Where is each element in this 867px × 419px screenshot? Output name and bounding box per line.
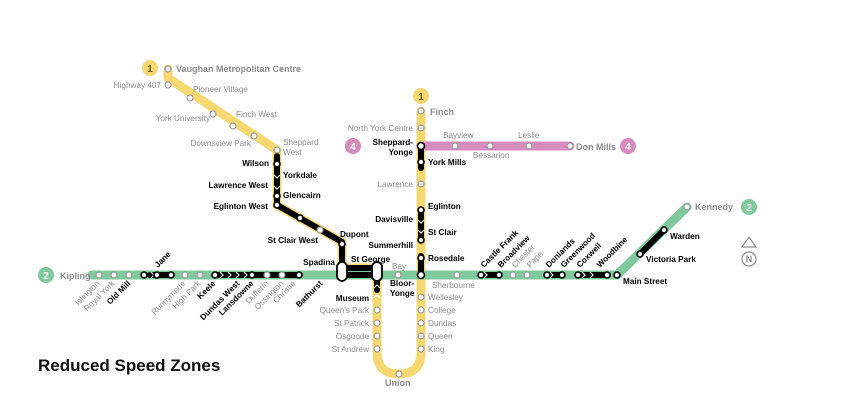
svg-text:Yonge: Yonge	[389, 148, 414, 157]
station-markers	[95, 65, 691, 378]
svg-text:Wellesley: Wellesley	[428, 293, 464, 302]
line-1-badge-vmc: 1	[142, 60, 158, 76]
svg-text:Rosedale: Rosedale	[428, 254, 465, 263]
svg-text:King: King	[428, 345, 445, 354]
svg-text:2: 2	[746, 203, 752, 214]
svg-text:4: 4	[350, 142, 356, 153]
line-1-badge-finch: 1	[413, 88, 429, 104]
interchange-markers	[336, 261, 383, 282]
map-title: Reduced Speed Zones	[38, 356, 221, 375]
svg-text:Victoria Park: Victoria Park	[646, 255, 696, 264]
svg-text:1: 1	[418, 92, 424, 103]
terminal-kipling: Kipling	[60, 271, 91, 281]
line-2-badge-kennedy: 2	[741, 199, 757, 215]
svg-text:Eglinton: Eglinton	[428, 202, 461, 211]
svg-text:Dupont: Dupont	[340, 230, 369, 239]
svg-text:Queen's Park: Queen's Park	[320, 306, 370, 315]
svg-text:York University: York University	[156, 114, 211, 123]
svg-text:Wilson: Wilson	[242, 159, 269, 168]
svg-text:Lawrence West: Lawrence West	[209, 181, 269, 190]
svg-text:Eglinton West: Eglinton West	[214, 202, 269, 211]
svg-text:Bathurst: Bathurst	[294, 279, 324, 309]
north-arrow-icon: N	[740, 235, 758, 267]
svg-text:Queen: Queen	[428, 332, 453, 341]
terminal-kennedy: Kennedy	[695, 202, 733, 212]
svg-text:Jane: Jane	[153, 250, 173, 270]
svg-text:1: 1	[147, 64, 153, 75]
svg-text:Highway 407: Highway 407	[114, 81, 162, 90]
line-4-badge-west: 4	[345, 138, 361, 154]
svg-text:Warden: Warden	[670, 232, 700, 241]
svg-text:Finch West: Finch West	[236, 110, 278, 119]
svg-text:St Clair West: St Clair West	[268, 236, 319, 245]
svg-text:Summerhill: Summerhill	[368, 241, 413, 250]
svg-text:Sherbourne: Sherbourne	[432, 281, 475, 290]
svg-text:Leslie: Leslie	[518, 131, 540, 140]
svg-text:Spadina: Spadina	[303, 258, 335, 267]
svg-text:Davisville: Davisville	[375, 215, 413, 224]
line-4-badge-east: 4	[620, 138, 636, 154]
svg-text:St Andrew: St Andrew	[332, 345, 369, 354]
svg-text:4: 4	[625, 142, 631, 153]
svg-text:Osgoode: Osgoode	[336, 332, 370, 341]
terminal-union: Union	[385, 378, 411, 388]
svg-text:Pioneer Village: Pioneer Village	[193, 85, 248, 94]
svg-text:West: West	[283, 148, 302, 157]
svg-text:Downsview Park: Downsview Park	[190, 139, 251, 148]
svg-text:Lawrence: Lawrence	[377, 180, 413, 189]
line-1-labels: Highway 407 Pioneer Village York Univers…	[114, 81, 467, 354]
svg-text:North York Centre: North York Centre	[348, 124, 414, 133]
terminal-finch: Finch	[430, 107, 454, 117]
svg-text:N: N	[746, 254, 753, 264]
terminal-vmc: Vaughan Metropolitan Centre	[176, 64, 301, 74]
line-4-labels: Bayview Bessarion Leslie	[443, 131, 540, 160]
svg-text:Sheppard: Sheppard	[283, 138, 319, 147]
svg-text:Bayview: Bayview	[443, 131, 474, 140]
svg-text:Glencairn: Glencairn	[283, 191, 321, 200]
terminal-don-mills: Don Mills	[576, 142, 616, 152]
svg-text:York Mills: York Mills	[428, 158, 467, 167]
svg-text:Bessarion: Bessarion	[473, 151, 510, 160]
svg-text:Main Street: Main Street	[623, 277, 667, 286]
svg-text:St Clair: St Clair	[428, 228, 457, 237]
svg-text:Yorkdale: Yorkdale	[283, 171, 317, 180]
speed-chevrons	[150, 174, 594, 299]
svg-text:Bloor-: Bloor-	[390, 279, 414, 288]
line-2-badge-kipling: 2	[38, 267, 54, 283]
svg-text:College: College	[428, 306, 456, 315]
svg-text:Museum: Museum	[336, 294, 369, 303]
svg-text:St George: St George	[351, 255, 391, 264]
slow-zone-stations	[140, 141, 668, 280]
svg-text:2: 2	[43, 271, 49, 282]
svg-text:Yonge: Yonge	[390, 289, 415, 298]
svg-text:Dundas: Dundas	[428, 319, 456, 328]
svg-text:St Patrick: St Patrick	[334, 319, 370, 328]
svg-text:Bay: Bay	[392, 262, 407, 271]
svg-text:Sheppard-: Sheppard-	[373, 138, 414, 147]
